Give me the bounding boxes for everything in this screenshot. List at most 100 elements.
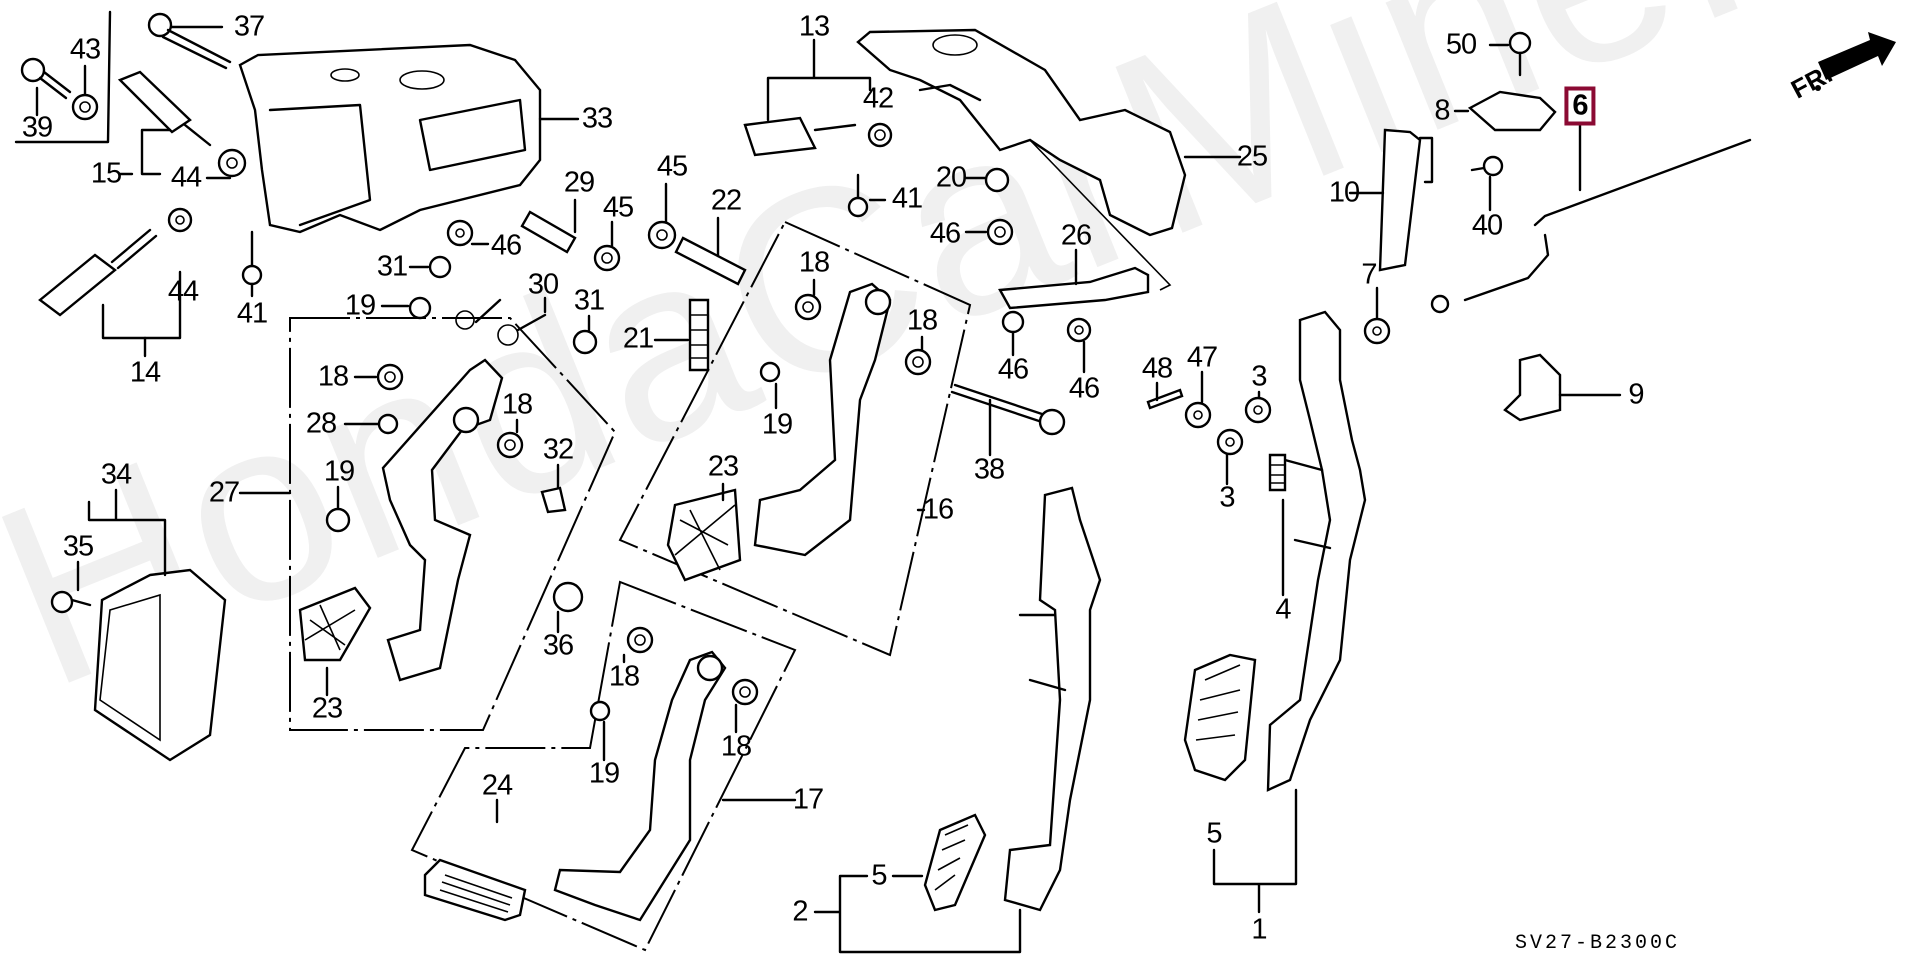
callout-33[interactable]: 33 <box>581 102 613 135</box>
callout-14[interactable]: 14 <box>129 356 161 389</box>
callout-27[interactable]: 27 <box>208 476 240 509</box>
part-46-nut-d <box>1066 317 1092 374</box>
callout-26[interactable]: 26 <box>1060 219 1092 252</box>
part-19-clip-b <box>325 485 351 533</box>
callout-29[interactable]: 29 <box>563 166 595 199</box>
callout-22[interactable]: 22 <box>710 184 742 217</box>
callout-9[interactable]: 9 <box>1628 378 1644 411</box>
callout-4[interactable]: 4 <box>1275 593 1291 626</box>
callout-13[interactable]: 13 <box>798 10 830 43</box>
part-7-washer <box>1363 286 1391 345</box>
part-18-bushing-b <box>496 418 524 459</box>
callout-5[interactable]: 5 <box>871 859 887 892</box>
part-31-bushing-a <box>408 255 452 279</box>
callout-41[interactable]: 41 <box>236 297 268 330</box>
fr-arrow-icon <box>1815 32 1896 91</box>
callout-24[interactable]: 24 <box>481 769 513 802</box>
callout-7[interactable]: 7 <box>1361 258 1377 291</box>
callout-17[interactable]: 17 <box>792 783 824 816</box>
part-46-nut-a <box>446 219 490 247</box>
callout-6-highlighted[interactable]: 6 <box>1564 86 1596 126</box>
part-20-clip <box>964 167 1010 193</box>
part-10-lever <box>1348 128 1434 272</box>
callout-50[interactable]: 50 <box>1445 28 1477 61</box>
callout-5[interactable]: 5 <box>1206 817 1222 850</box>
callout-44[interactable]: 44 <box>170 161 202 194</box>
callout-39[interactable]: 39 <box>21 111 53 144</box>
callout-46[interactable]: 46 <box>929 217 961 250</box>
part-42-nut <box>867 122 893 148</box>
part-3-washer-b <box>1216 428 1244 486</box>
callout-18[interactable]: 18 <box>798 246 830 279</box>
callout-46[interactable]: 46 <box>1068 372 1100 405</box>
callout-37[interactable]: 37 <box>233 10 265 43</box>
part-30-spring <box>455 296 547 346</box>
callout-47[interactable]: 47 <box>1186 341 1218 374</box>
callout-31[interactable]: 31 <box>573 284 605 317</box>
callout-21[interactable]: 21 <box>622 322 654 355</box>
part-4-spring <box>1268 453 1287 597</box>
callout-42[interactable]: 42 <box>862 82 894 115</box>
callout-46[interactable]: 46 <box>490 229 522 262</box>
callout-46[interactable]: 46 <box>997 353 1029 386</box>
part-26-bracket <box>998 248 1150 310</box>
callout-34[interactable]: 34 <box>100 458 132 491</box>
callout-23[interactable]: 23 <box>707 450 739 483</box>
part-40-bolt <box>1470 155 1504 212</box>
callout-18[interactable]: 18 <box>608 660 640 693</box>
callout-45[interactable]: 45 <box>602 191 634 224</box>
callout-43[interactable]: 43 <box>69 33 101 66</box>
part-6-throttle-cable <box>1430 122 1752 314</box>
callout-40[interactable]: 40 <box>1471 209 1503 242</box>
callout-31[interactable]: 31 <box>376 250 408 283</box>
part-45-nut-a <box>593 220 621 272</box>
callout-19[interactable]: 19 <box>761 408 793 441</box>
part-39-bolt <box>20 57 72 100</box>
callout-18[interactable]: 18 <box>317 360 349 393</box>
callout-35[interactable]: 35 <box>62 530 94 563</box>
callout-18[interactable]: 18 <box>720 730 752 763</box>
part-18-bushing-e <box>622 626 654 664</box>
callout-36[interactable]: 36 <box>542 629 574 662</box>
callout-48[interactable]: 48 <box>1141 352 1173 385</box>
part-29-pin <box>520 198 577 254</box>
callout-19[interactable]: 19 <box>588 757 620 790</box>
part-25-top-bracket <box>856 28 1242 291</box>
callout-18[interactable]: 18 <box>906 304 938 337</box>
callout-32[interactable]: 32 <box>542 433 574 466</box>
callout-30[interactable]: 30 <box>527 268 559 301</box>
part-32-stopper <box>540 463 567 514</box>
callout-19[interactable]: 19 <box>323 455 355 488</box>
callout-8[interactable]: 8 <box>1434 94 1450 127</box>
callout-44[interactable]: 44 <box>167 275 199 308</box>
callout-3[interactable]: 3 <box>1219 481 1235 514</box>
part-47-washer <box>1184 370 1212 429</box>
part-19-clip-a <box>380 296 432 320</box>
callout-19[interactable]: 19 <box>344 289 376 322</box>
part-2-accelerator-pedal <box>813 486 1102 954</box>
part-22-pin <box>674 216 747 286</box>
callout-16[interactable]: 16 <box>922 493 954 526</box>
callout-41[interactable]: 41 <box>891 182 923 215</box>
part-18-bushing-f <box>731 678 759 734</box>
callout-45[interactable]: 45 <box>656 150 688 183</box>
callout-10[interactable]: 10 <box>1328 176 1360 209</box>
callout-25[interactable]: 25 <box>1236 140 1268 173</box>
callout-3[interactable]: 3 <box>1251 360 1267 393</box>
part-9-bracket <box>1503 353 1622 422</box>
part-13-switch <box>743 38 872 157</box>
callout-20[interactable]: 20 <box>935 161 967 194</box>
part-17-brake-pedal-group <box>410 580 797 952</box>
callout-2[interactable]: 2 <box>792 895 808 928</box>
part-8-clip <box>1453 90 1557 132</box>
callout-1[interactable]: 1 <box>1251 913 1267 946</box>
callout-38[interactable]: 38 <box>973 453 1005 486</box>
callout-15[interactable]: 15 <box>90 157 122 190</box>
part-37-bolt <box>147 12 232 70</box>
part-3-washer-a <box>1244 390 1272 424</box>
callout-18[interactable]: 18 <box>501 388 533 421</box>
callout-28[interactable]: 28 <box>305 407 337 440</box>
part-44-nut-b <box>167 207 193 233</box>
callout-23[interactable]: 23 <box>311 692 343 725</box>
